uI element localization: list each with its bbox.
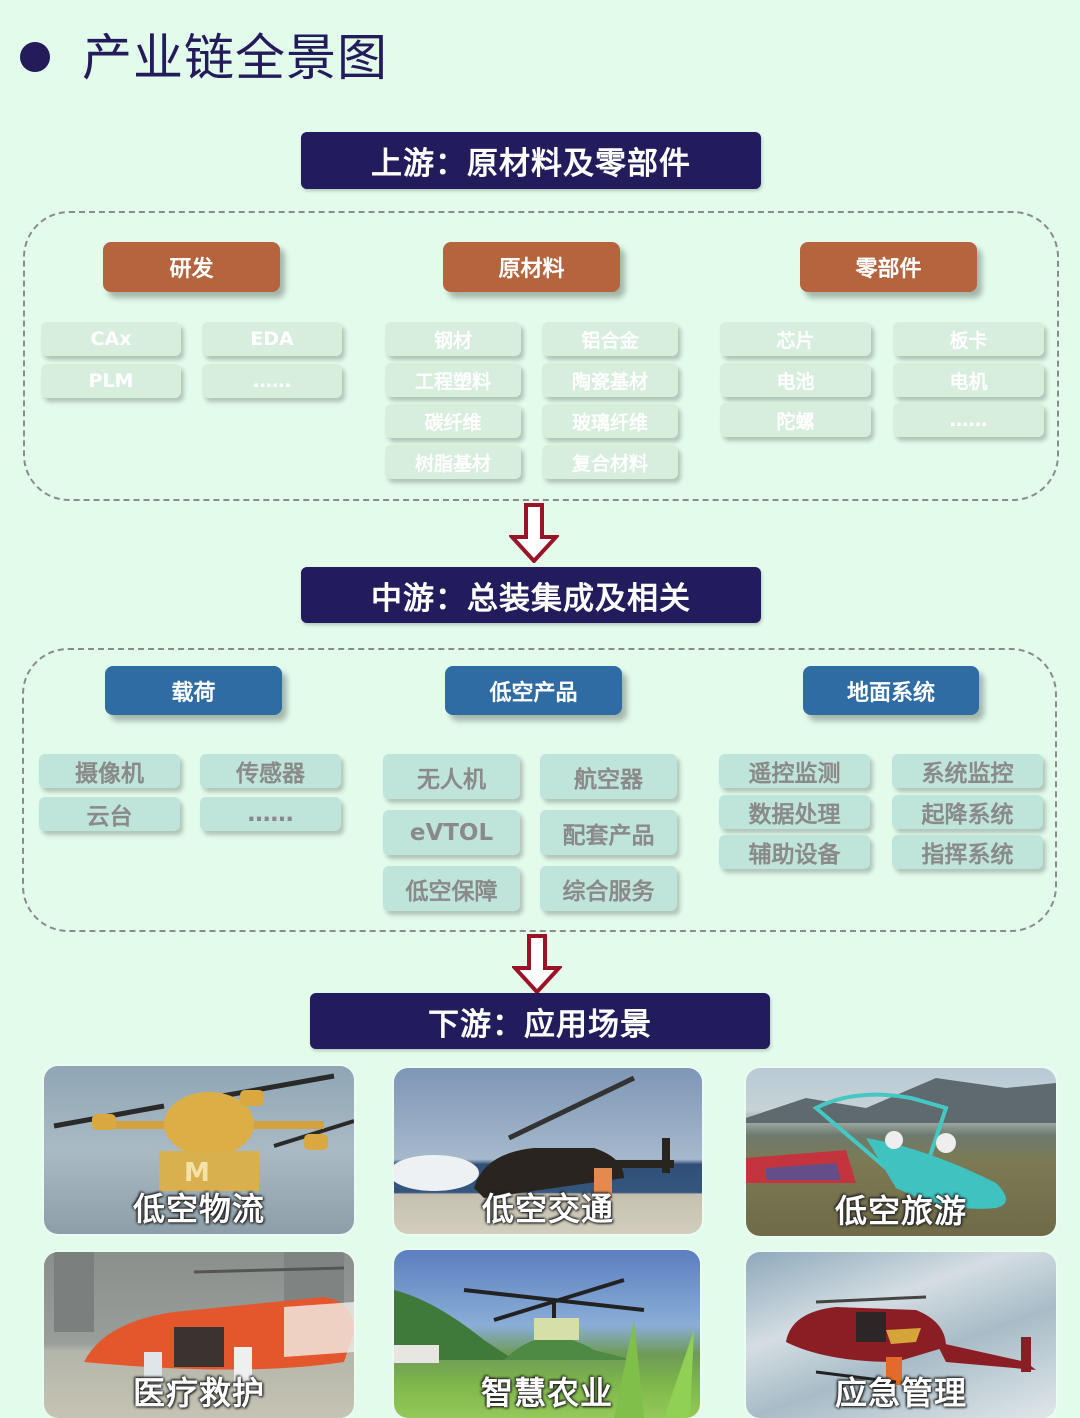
- page-title: 产业链全景图: [82, 29, 388, 87]
- scenario-label: 医疗救护: [132, 1374, 265, 1412]
- item-chip: PLM: [41, 364, 181, 398]
- category-ground-systems: 地面系统: [803, 666, 979, 715]
- item-chip: 遥控监测: [719, 754, 870, 788]
- scenario-label: 低空交通: [481, 1190, 614, 1228]
- item-chip: ……: [893, 403, 1044, 437]
- item-chip: 芯片: [720, 322, 871, 356]
- item-chip: 起降系统: [892, 795, 1043, 829]
- item-chip: 航空器: [540, 754, 677, 799]
- item-chip: ……: [202, 364, 342, 398]
- scenario-card-transport: 低空交通: [394, 1068, 702, 1234]
- scenario-label: 低空旅游: [834, 1192, 967, 1230]
- item-chip: 云台: [39, 797, 180, 831]
- upstream-header: 上游：原材料及零部件: [301, 132, 761, 189]
- item-chip: 低空保障: [383, 866, 520, 911]
- down-arrow-icon: [512, 934, 562, 994]
- passenger-helicopter-image: [394, 1075, 674, 1198]
- scenario-card-agriculture: 智慧农业: [394, 1250, 700, 1418]
- category-payload: 载荷: [105, 666, 282, 715]
- item-chip: 玻璃纤维: [542, 404, 678, 438]
- medical-helicopter-image: [54, 1252, 354, 1392]
- midstream-container: [22, 648, 1057, 932]
- scenario-label: 智慧农业: [480, 1374, 613, 1412]
- item-chip: eVTOL: [383, 810, 520, 855]
- rescue-helicopter-image: [786, 1295, 1036, 1385]
- item-chip: 系统监控: [892, 754, 1043, 788]
- trike-glider-image: [746, 1078, 1056, 1209]
- item-chip: 电机: [893, 363, 1044, 397]
- item-chip: 树脂基材: [385, 445, 521, 479]
- item-chip: EDA: [202, 322, 342, 356]
- category-raw-materials: 原材料: [443, 242, 620, 292]
- category-low-altitude-products: 低空产品: [445, 666, 622, 715]
- scenario-card-logistics: M 低空物流: [44, 1066, 354, 1234]
- category-rnd: 研发: [103, 242, 280, 292]
- scenario-label: 低空物流: [132, 1190, 265, 1228]
- item-chip: 工程塑料: [385, 363, 521, 397]
- item-chip: 配套产品: [540, 810, 677, 855]
- item-chip: 数据处理: [719, 795, 870, 829]
- item-chip: 碳纤维: [385, 404, 521, 438]
- svg-text:M: M: [184, 1158, 210, 1188]
- item-chip: 传感器: [200, 754, 341, 788]
- item-chip: 陀螺: [720, 403, 871, 437]
- item-chip: 复合材料: [542, 445, 678, 479]
- scenario-card-emergency: 应急管理: [746, 1252, 1056, 1418]
- item-chip: 辅助设备: [719, 835, 870, 869]
- scenario-label: 应急管理: [834, 1374, 967, 1412]
- delivery-drone-image: M: [53, 1073, 354, 1191]
- item-chip: 陶瓷基材: [542, 363, 678, 397]
- item-chip: 板卡: [893, 322, 1044, 356]
- midstream-header: 中游：总装集成及相关: [301, 567, 761, 623]
- item-chip: 钢材: [385, 322, 521, 356]
- category-components: 零部件: [800, 242, 977, 292]
- item-chip: 无人机: [383, 754, 520, 799]
- downstream-header: 下游：应用场景: [310, 993, 770, 1049]
- item-chip: CAx: [41, 322, 181, 356]
- item-chip: ……: [200, 797, 341, 831]
- item-chip: 摄像机: [39, 754, 180, 788]
- scenario-card-medical: 医疗救护: [44, 1252, 354, 1418]
- scenario-card-tourism: 低空旅游: [746, 1068, 1056, 1236]
- item-chip: 电池: [720, 363, 871, 397]
- down-arrow-icon: [509, 503, 559, 563]
- item-chip: 指挥系统: [892, 835, 1043, 869]
- item-chip: 铝合金: [542, 322, 678, 356]
- item-chip: 综合服务: [540, 866, 677, 911]
- upstream-container: [23, 211, 1059, 501]
- bullet-dot-icon: [20, 42, 50, 72]
- agricultural-drone-image: [394, 1278, 694, 1418]
